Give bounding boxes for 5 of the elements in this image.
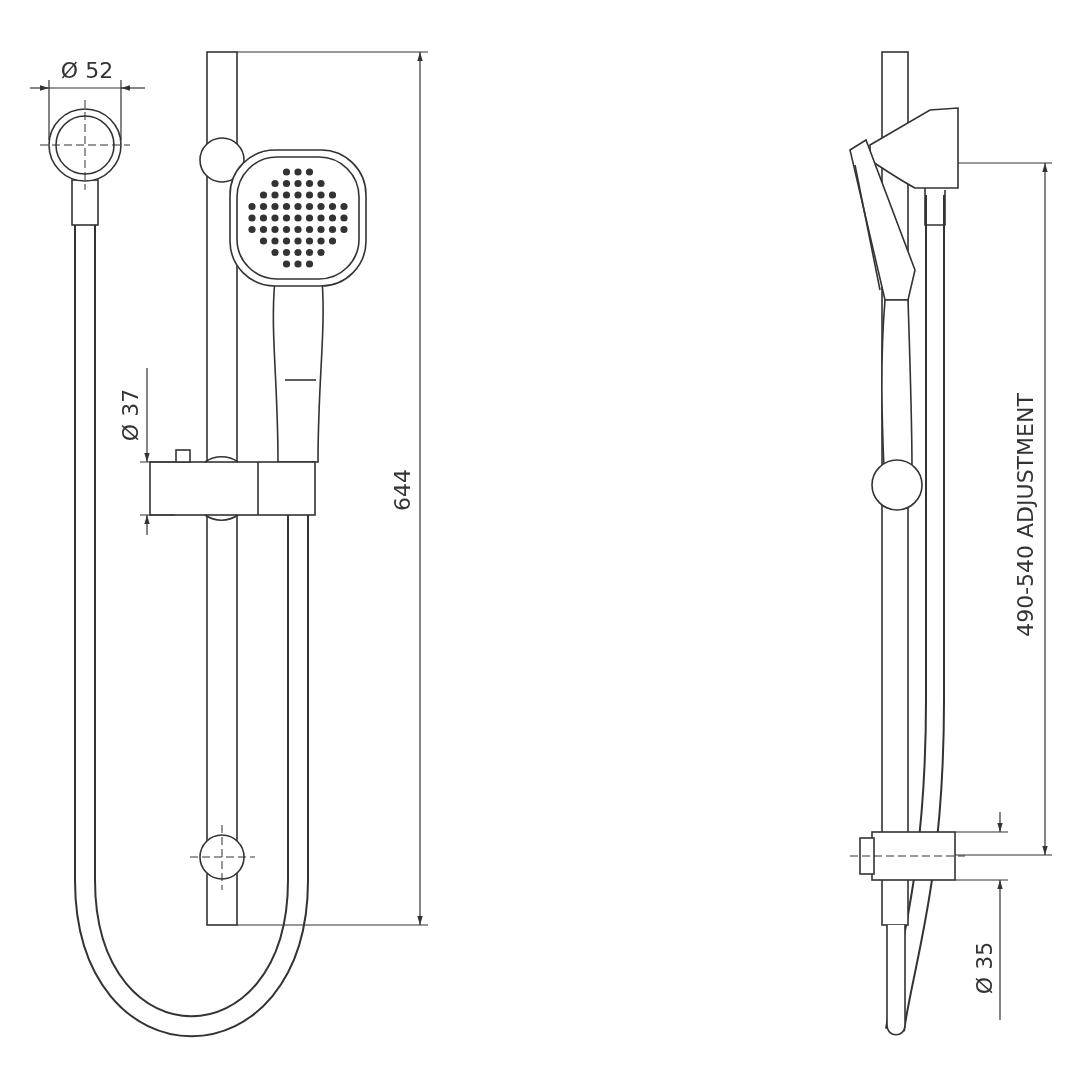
- dimension-label: Ø 52: [60, 60, 114, 82]
- dimension-label: Ø 37: [120, 388, 142, 442]
- dimension-label: 644: [392, 469, 414, 511]
- dimension-label: 490-540 ADJUSTMENT: [1015, 393, 1037, 637]
- dimension-label: Ø 35: [974, 941, 996, 995]
